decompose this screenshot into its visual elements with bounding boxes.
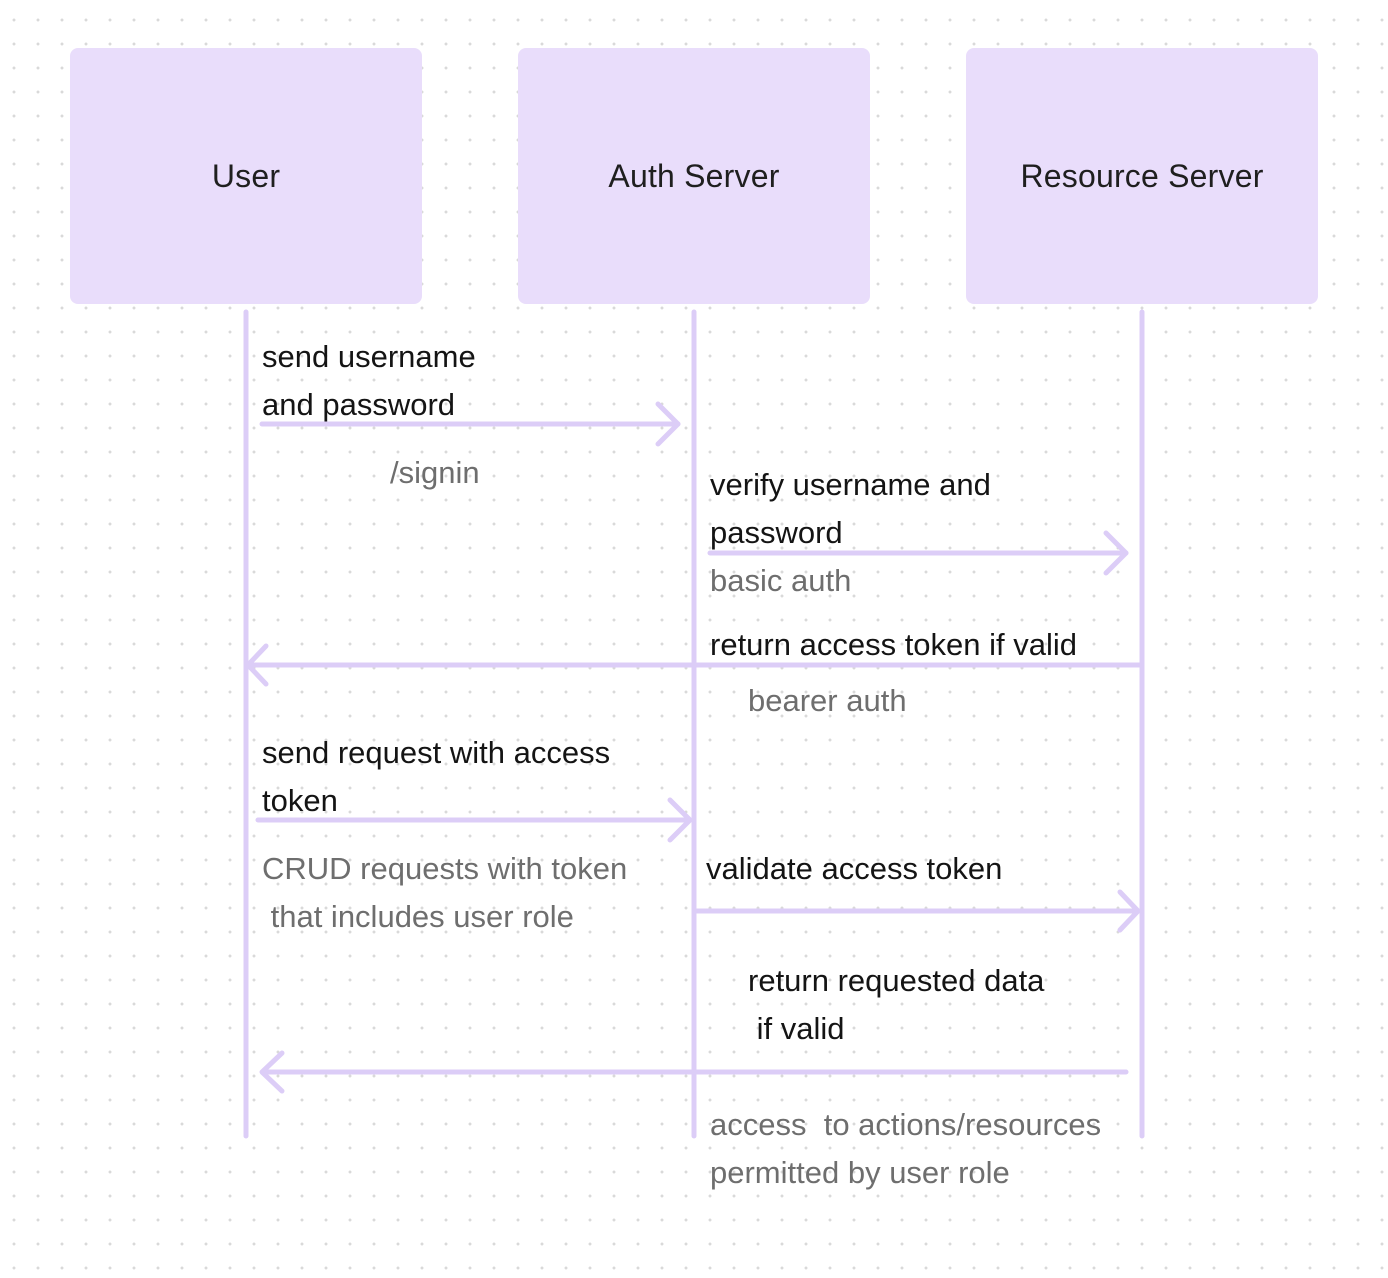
arrow-send-request [255,797,693,843]
arrow-return-data [259,1050,1129,1094]
message-1-note: /signin [390,455,480,490]
message-4-note-line-2: that includes user role [262,899,574,934]
message-5-line-1: validate access token [706,851,1003,886]
actor-auth-server-label: Auth Server [608,157,780,194]
actor-user-label: User [211,157,281,194]
message-1-line-1: send username [262,339,476,374]
actor-user: User [70,48,422,304]
arrow-return-token [245,643,1143,687]
message-2-line-2: password [710,515,843,550]
arrow-verify-credentials [707,530,1129,576]
message-1-line-2: and password [262,387,456,422]
actor-resource-server: Resource Server [966,48,1318,304]
actor-resource-server-label: Resource Server [1020,157,1264,194]
message-6-line-1: return requested data [748,963,1045,998]
message-4-line-1: send request with access [262,735,611,770]
footer-note-line-1: access to actions/resources [710,1107,1102,1142]
actor-auth-server: Auth Server [518,48,870,304]
footer-note-line-2: permitted by user role [710,1155,1010,1190]
message-3-line-1: return access token if valid [710,627,1078,662]
message-6-line-2: if valid [748,1011,845,1046]
message-4-line-2: token [262,783,338,818]
message-3-note: bearer auth [748,683,907,718]
arrow-validate-token [691,889,1141,933]
message-2-note: basic auth [710,563,852,598]
message-4-note-line-1: CRUD requests with token [262,851,628,886]
arrow-signin [259,401,681,447]
message-2-line-1: verify username and [710,467,991,502]
